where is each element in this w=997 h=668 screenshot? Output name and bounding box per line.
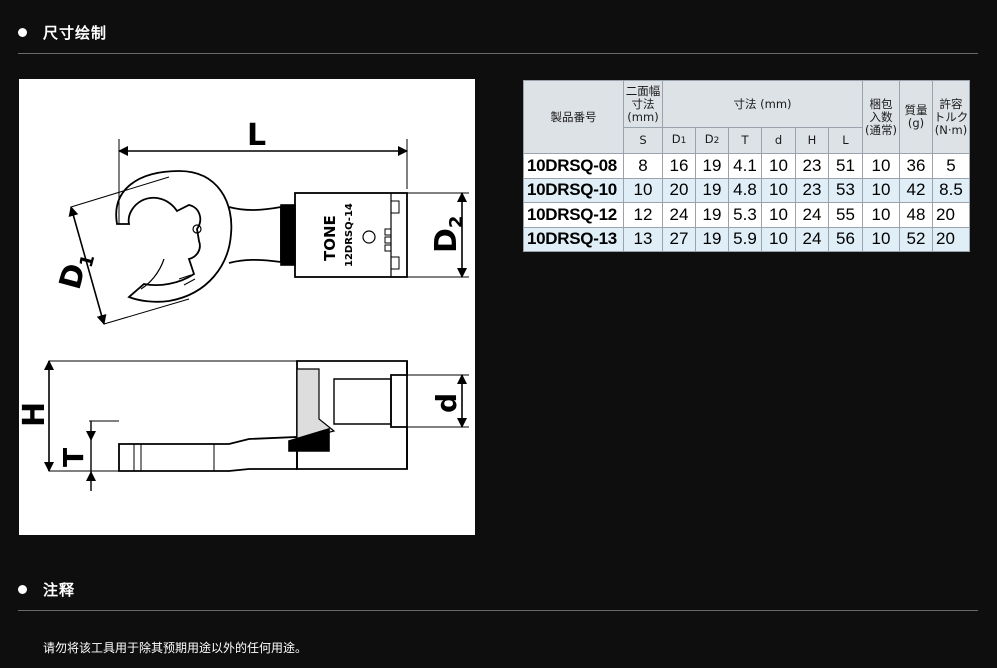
wrench-head-outline (115, 170, 233, 303)
table-row: 10DRSQ-12 12 24 19 5.3 10 24 55 10 48 20 (523, 202, 970, 228)
header-D2: D2 (695, 127, 729, 154)
ext-line (70, 176, 170, 208)
header-D1: D1 (662, 127, 696, 154)
model-mark: 12DRSQ-14 (344, 203, 355, 267)
label-D2: D2 (429, 216, 467, 253)
dimension-drawing: L D1 D2 H T d TONE 12DRSQ-14 (19, 79, 475, 535)
label-d: d (430, 393, 463, 413)
dim-line-D1 (68, 206, 107, 325)
spec-table: 製品番号 二面幅寸法(mm) 寸法 (mm) 梱包入数(通常) 質量(g) 許容… (523, 80, 970, 252)
wrench-drawing-svg: L D1 D2 H T d TONE 12DRSQ-14 (19, 118, 469, 491)
bullet-icon (18, 28, 27, 37)
header-across-flats: 二面幅寸法(mm) (623, 80, 663, 128)
bullet-icon (18, 585, 27, 594)
header-T: T (728, 127, 762, 154)
usage-note: 请勿将该工具用于除其预期用途以外的任何用途。 (43, 641, 308, 655)
divider (18, 53, 978, 54)
table-row: 10DRSQ-13 13 27 19 5.9 10 24 56 10 52 20 (523, 226, 970, 252)
label-H: H (19, 402, 52, 427)
divider (18, 610, 978, 611)
section-title: 尺寸绘制 (43, 24, 108, 42)
section-header-notes: 注释 (0, 557, 980, 611)
table-row: 10DRSQ-10 10 20 19 4.8 10 23 53 10 42 8.… (523, 177, 970, 203)
label-L: L (247, 118, 266, 153)
header-torque: 許容トルク(N·m) (932, 80, 970, 154)
ring (280, 204, 296, 266)
brand-mark: TONE (321, 215, 339, 261)
label-T: T (57, 448, 90, 467)
wrench-neck (228, 205, 282, 264)
section-title: 注释 (43, 581, 76, 599)
handle-side (118, 436, 298, 472)
header-pack: 梱包入数(通常) (862, 80, 900, 154)
header-product: 製品番号 (523, 80, 624, 154)
header-dimensions: 寸法 (mm) (662, 80, 863, 128)
header-S: S (623, 127, 663, 154)
header-mass: 質量(g) (899, 80, 933, 154)
drive-body (294, 192, 408, 278)
section-header-dimensions: 尺寸绘制 (0, 0, 980, 54)
table-row: 10DRSQ-08 8 16 19 4.1 10 23 51 10 36 5 (523, 153, 970, 179)
header-d: d (761, 127, 796, 154)
label-D1: D1 (53, 248, 99, 294)
header-L: L (828, 127, 863, 154)
header-H: H (795, 127, 829, 154)
ext-line (103, 298, 190, 325)
